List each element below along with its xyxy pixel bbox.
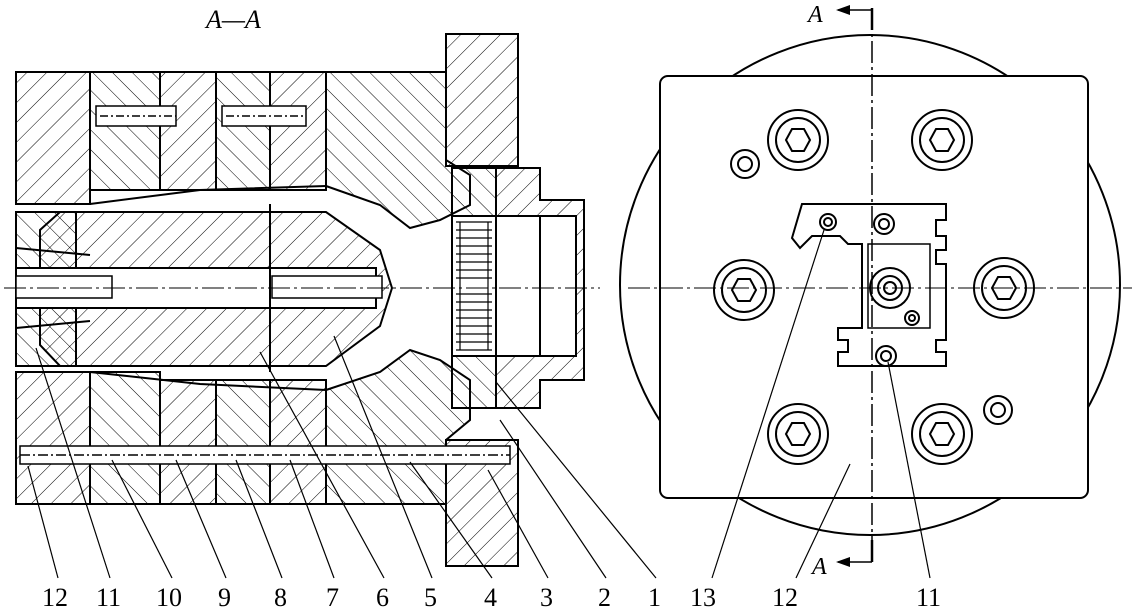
callout-7: 7 — [326, 583, 339, 612]
dowel-2 — [983, 395, 1013, 425]
plate-top-5 — [269, 71, 327, 191]
hex-bolt-1 — [767, 109, 829, 171]
tie-bolt-bottom — [19, 445, 511, 465]
callout-1: 1 — [648, 583, 661, 612]
left-end-piece-bottom — [15, 307, 77, 367]
guide-pins-top — [95, 105, 307, 127]
section-view — [4, 33, 600, 567]
left-end-piece-top — [15, 211, 77, 269]
callout-2: 2 — [598, 583, 611, 612]
callout-4: 4 — [484, 583, 497, 612]
front-view — [619, 5, 1132, 567]
callout-8: 8 — [274, 583, 287, 612]
callout-12-right: 12 — [772, 583, 798, 612]
callout-11-left: 11 — [96, 583, 121, 612]
hex-bolt-2 — [911, 109, 973, 171]
callout-9: 9 — [218, 583, 231, 612]
callout-5: 5 — [424, 583, 437, 612]
callout-3: 3 — [540, 583, 553, 612]
plate-bottom-3 — [159, 379, 217, 505]
callout-12-left: 12 — [42, 583, 68, 612]
dowel-1 — [730, 149, 760, 179]
section-title: A—A — [204, 5, 261, 34]
core-pins — [15, 275, 383, 299]
section-marker-bottom: A — [810, 554, 827, 580]
plate-top-3 — [159, 71, 217, 191]
callout-6: 6 — [376, 583, 389, 612]
plate-bottom-2 — [89, 371, 161, 505]
hex-bolt-6 — [911, 403, 973, 465]
callout-10: 10 — [156, 583, 182, 612]
hex-bolt-3 — [713, 259, 775, 321]
section-marker-top: A — [806, 2, 823, 28]
plate-bottom-4 — [215, 379, 271, 505]
callout-13: 13 — [690, 583, 716, 612]
plate-top-1 — [15, 71, 91, 205]
die-lip-teeth — [456, 221, 492, 351]
plate-bottom-1 — [15, 371, 91, 505]
hex-bolt-5 — [767, 403, 829, 465]
plate-top-2 — [89, 71, 161, 191]
die-plate-upper — [445, 33, 519, 167]
callout-numbers: 12 11 10 9 8 7 6 5 4 3 2 1 13 12 11 — [42, 583, 941, 612]
plate-top-4 — [215, 71, 271, 191]
plate-bottom-5 — [269, 379, 327, 505]
die-lip-slots — [451, 215, 497, 357]
callout-11-right: 11 — [916, 583, 941, 612]
leader-lines — [27, 229, 931, 579]
